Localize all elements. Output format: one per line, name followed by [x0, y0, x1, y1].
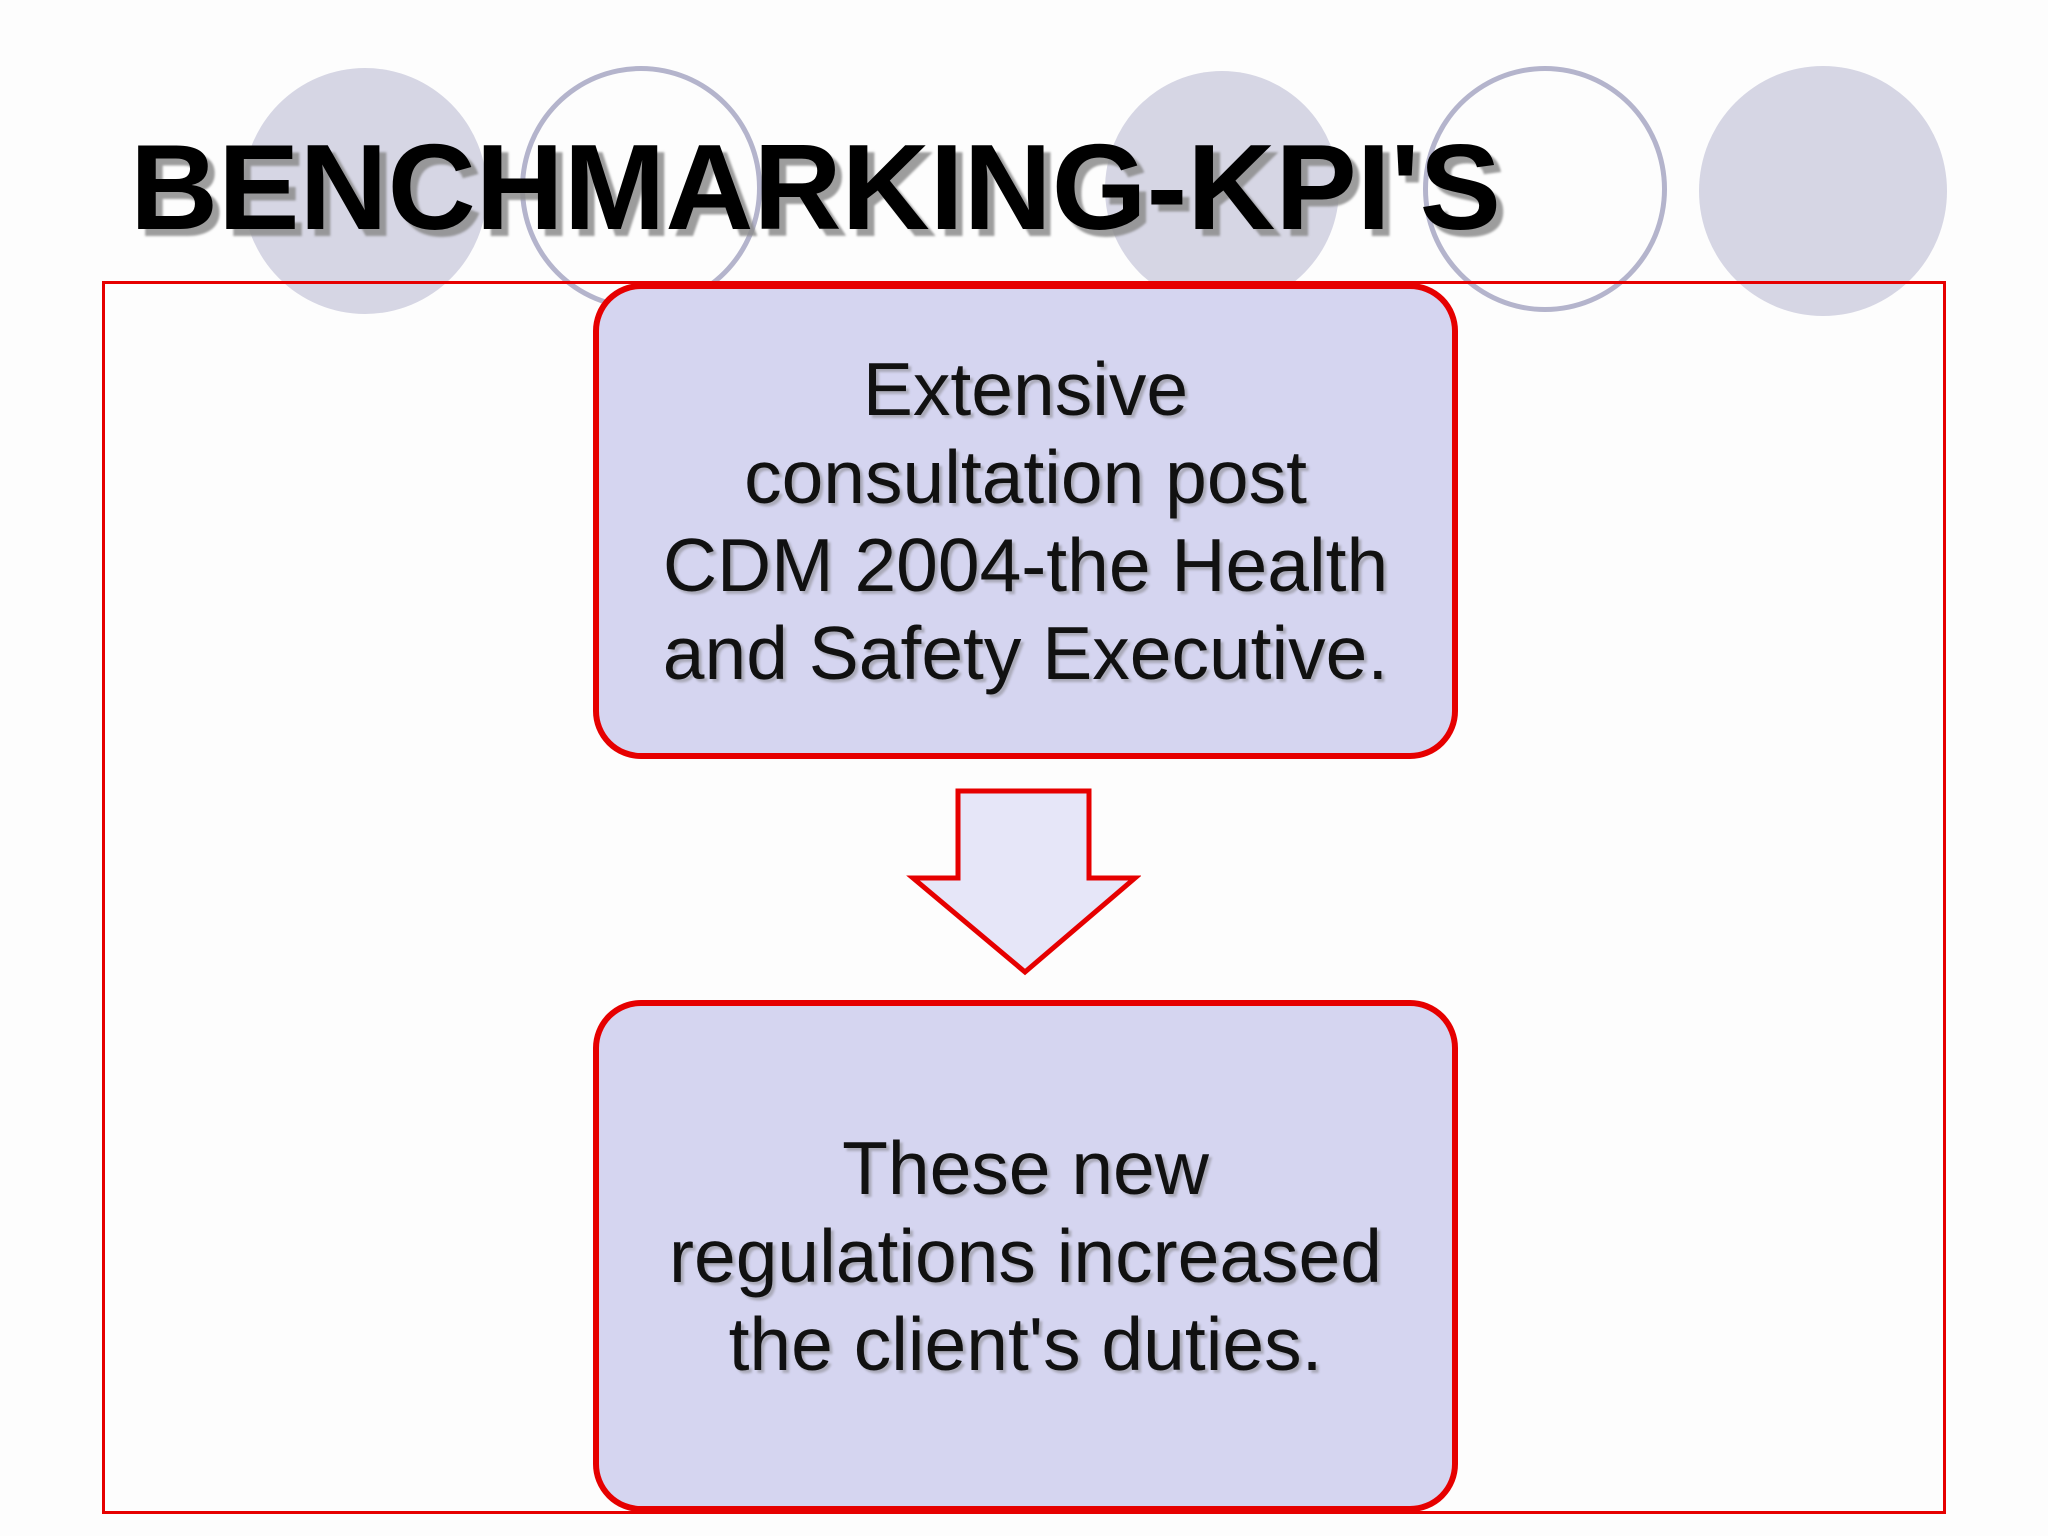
flow-box-text-line: These new [842, 1126, 1209, 1210]
decor-circle-outlined-2 [1423, 66, 1667, 312]
flow-box-text-line: Extensive [862, 347, 1189, 431]
flow-box-text-line: the client's duties. [728, 1302, 1323, 1386]
flow-box-text-line: regulations increased [669, 1214, 1382, 1298]
decor-circle-filled-3 [1699, 66, 1947, 316]
decor-circle-filled-1 [243, 68, 487, 314]
slide-title: BENCHMARKING-KPI'S [130, 119, 1502, 255]
decor-circle-filled-2 [1105, 71, 1339, 307]
flow-box-regulations: These new regulations increased the clie… [593, 1000, 1458, 1512]
flow-box-consultation: Extensive consultation post CDM 2004-the… [593, 283, 1458, 759]
flow-box-text-line: consultation post [744, 435, 1307, 519]
flow-box-text-line: and Safety Executive. [662, 611, 1389, 695]
flow-box-text-line: CDM 2004-the Health [662, 523, 1389, 607]
content-frame [102, 281, 1946, 1514]
down-arrow-icon [906, 788, 1141, 976]
